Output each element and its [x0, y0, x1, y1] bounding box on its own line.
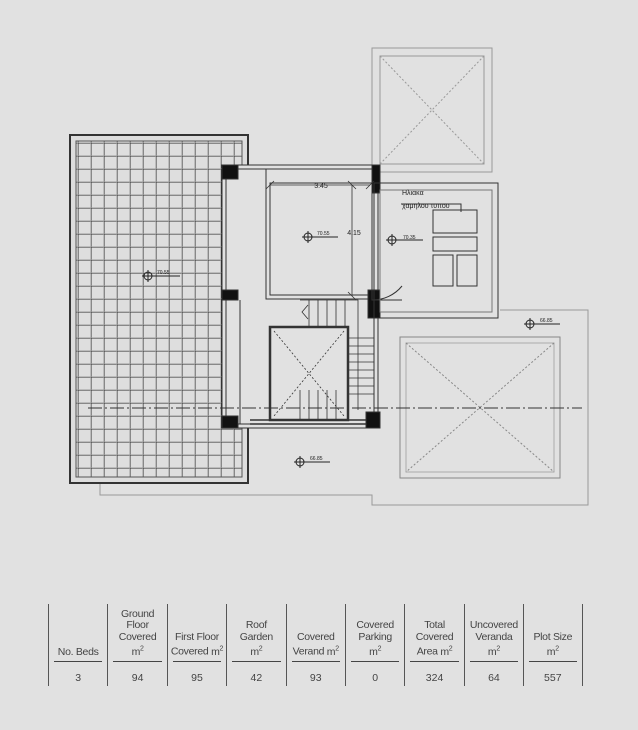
staircase — [268, 299, 374, 422]
solar-label-line1: Ηλιακα — [402, 190, 424, 197]
column-value: 93 — [309, 672, 322, 684]
level-room: 70.55 — [317, 231, 330, 237]
column-value: 64 — [488, 672, 500, 684]
level-bottom: 66.85 — [310, 456, 323, 462]
level-right: 66.85 — [540, 318, 553, 324]
column-header: Covered Parking — [356, 619, 394, 643]
level-marker-icon — [524, 318, 560, 330]
column-header: First Floor Covered — [170, 630, 219, 658]
column-unit: m2 — [250, 645, 263, 658]
column-value: 557 — [544, 672, 562, 684]
roof-floor-plan: 3.45 4.15 Ηλιακα χαμηλου τυπου 70.55 70.… — [69, 47, 589, 506]
column-header: Plot Size — [533, 630, 573, 643]
solar-label-line2: χαμηλου τυπου — [402, 203, 450, 210]
column-value: 94 — [131, 672, 144, 684]
dimension-lines — [265, 180, 375, 301]
column-unit: m2 — [487, 645, 500, 658]
level-marker-icon — [386, 234, 423, 246]
level-solar: 70.35 — [403, 235, 416, 241]
plot-outline — [99, 47, 589, 506]
table-column: Total Covered Area m2 324 — [404, 604, 463, 686]
column-value: 0 — [372, 672, 379, 684]
column-unit: m2 — [440, 645, 453, 658]
column-unit: m2 — [211, 645, 224, 658]
level-roof-garden: 70.55 — [157, 270, 170, 276]
table-column: No. Beds 3 — [48, 604, 107, 686]
table-column: Plot Size m2 557 — [523, 604, 583, 686]
dimension-depth: 4.15 — [347, 230, 361, 237]
solar-heater-area — [373, 182, 499, 319]
column-value: 324 — [425, 672, 444, 684]
column-unit: m2 — [326, 645, 339, 658]
table-column: Roof Garden m2 42 — [226, 604, 285, 686]
level-marker-icon — [302, 231, 338, 243]
dimension-width: 3.45 — [314, 183, 328, 190]
area-table: No. Beds 3 Ground Floor Covered m2 94 First… — [48, 604, 583, 686]
column-value: 42 — [250, 672, 263, 684]
level-markers — [142, 231, 560, 468]
column-header: Roof Garden — [239, 619, 274, 643]
roof-garden — [69, 134, 249, 484]
table-column: Covered Parking m2 0 — [344, 604, 404, 686]
level-marker-icon — [294, 456, 330, 468]
column-value: 3 — [75, 672, 82, 684]
table-column: Ground Floor Covered m2 94 — [107, 604, 166, 686]
column-unit: m2 — [131, 645, 144, 658]
level-marker-icon — [142, 270, 180, 282]
column-header: Ground Floor Covered — [118, 607, 157, 643]
column-header: Covered Verand — [292, 630, 335, 658]
column-unit: m2 — [546, 645, 559, 658]
table-column: Uncovered Veranda m2 64 — [463, 604, 523, 686]
column-header: Total Covered Area — [415, 619, 454, 658]
column-header: Uncovered Veranda — [469, 619, 518, 643]
table-column: Covered Verand m2 93 — [285, 604, 345, 686]
column-value: 95 — [191, 672, 203, 684]
column-unit: m2 — [369, 645, 382, 658]
column-header: No. Beds — [57, 645, 99, 658]
core-walls — [221, 164, 403, 429]
table-column: First Floor Covered m2 95 — [166, 604, 226, 686]
